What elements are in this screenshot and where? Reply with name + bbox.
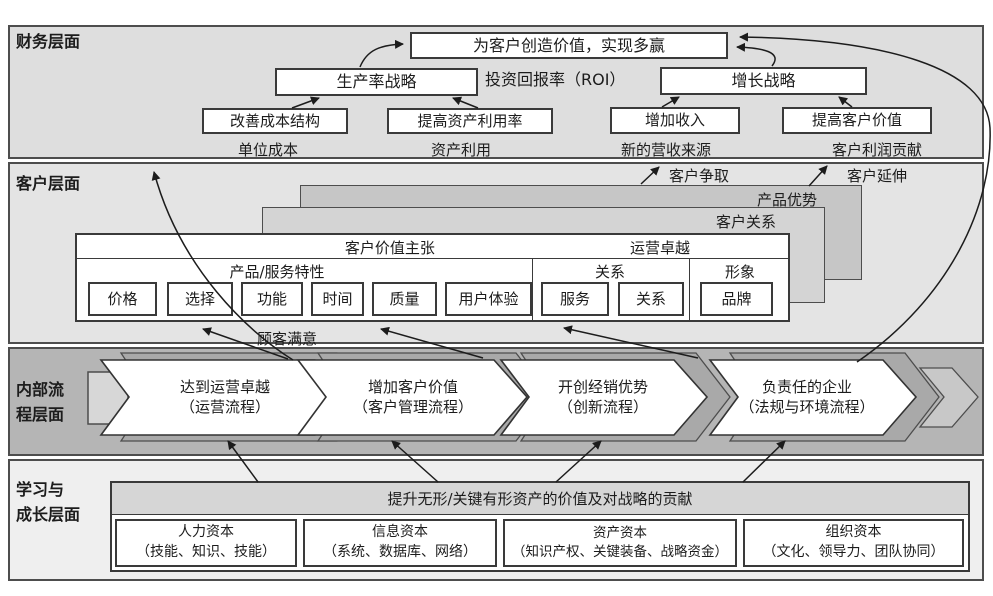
chevron-regulatory-text: 负责任的企业 （法规与环境流程） <box>712 377 902 418</box>
roi-label: 投资回报率（ROI） <box>485 70 626 89</box>
capital-title: 资产资本 <box>593 525 647 542</box>
table-header-divider <box>77 258 788 259</box>
learning-header-bar: 提升无形/关键有形资产的价值及对战略的贡献 <box>112 483 968 515</box>
service-box: 服务 <box>541 282 609 316</box>
increase-revenue-box: 增加收入 <box>610 107 740 134</box>
information-capital-box: 信息资本 （系统、数据库、网络） <box>303 519 497 567</box>
product-service-group-label: 产品/服务特性 <box>229 263 325 281</box>
brand-box: 品牌 <box>700 282 773 316</box>
growth-strategy-box: 增长战略 <box>660 67 867 95</box>
human-capital-box: 人力资本 （技能、知识、技能） <box>115 519 297 567</box>
learning-band-label: 学习与 成长层面 <box>16 480 81 524</box>
customer-relation-label: 客户关系 <box>716 213 777 231</box>
chevron-operations-text: 达到运营卓越 （运营流程） <box>130 377 320 418</box>
chevron-subtitle: （法规与环境流程） <box>739 398 875 417</box>
chevron-subtitle: （运营流程） <box>179 398 270 417</box>
learning-header-text: 提升无形/关键有形资产的价值及对战略的贡献 <box>387 490 693 508</box>
price-box: 价格 <box>88 282 157 316</box>
asset-utilization-box: 提高资产利用率 <box>387 108 553 134</box>
customer-profit-label: 客户利润贡献 <box>831 141 923 159</box>
chevron-innovation-text: 开创经销优势 （创新流程） <box>508 377 698 418</box>
capital-title: 信息资本 <box>372 524 428 541</box>
chevron-title: 增加客户价值 <box>367 378 458 396</box>
unit-cost-label: 单位成本 <box>237 141 299 159</box>
financial-band-label: 财务层面 <box>16 32 81 51</box>
capital-title: 人力资本 <box>178 524 234 541</box>
product-advantage-label: 产品优势 <box>757 191 818 209</box>
customer-satisfaction-label: 顾客满意 <box>256 330 318 348</box>
chevron-title: 达到运营卓越 <box>179 378 270 396</box>
chevron-title: 负责任的企业 <box>761 378 852 396</box>
chevron-subtitle: （创新流程） <box>557 398 648 417</box>
table-divider-1 <box>532 258 533 320</box>
improve-cost-box: 改善成本结构 <box>202 108 348 134</box>
chevron-innovation <box>499 359 709 436</box>
value-proposition-header: 客户价值主张 <box>344 239 435 257</box>
time-box: 时间 <box>311 282 364 316</box>
asset-capital-box: 资产资本 （知识产权、关键装备、战略资金） <box>503 519 737 567</box>
chevron-customer-mgmt-text: 增加客户价值 （客户管理流程） <box>318 377 508 418</box>
internal-band-label: 内部流 程层面 <box>16 380 65 424</box>
new-revenue-label: 新的营收来源 <box>620 141 712 159</box>
capital-subtitle: （文化、领导力、团队协同） <box>762 544 945 560</box>
function-box: 功能 <box>241 282 303 316</box>
customer-acquisition-label: 客户争取 <box>669 167 730 185</box>
chevron-customer-mgmt <box>296 359 529 436</box>
chevron-title: 开创经销优势 <box>557 378 648 396</box>
choice-box: 选择 <box>167 282 233 316</box>
capital-title: 组织资本 <box>825 524 882 541</box>
image-group-label: 形象 <box>724 263 756 281</box>
relation-box: 关系 <box>618 282 684 316</box>
operational-excellence-header: 运营卓越 <box>630 239 691 257</box>
quality-box: 质量 <box>372 282 437 316</box>
chevron-subtitle: （客户管理流程） <box>352 398 473 417</box>
customer-value-box: 提高客户价值 <box>782 107 932 134</box>
asset-use-label: 资产利用 <box>430 141 492 159</box>
organization-capital-box: 组织资本 （文化、领导力、团队协同） <box>743 519 964 567</box>
productivity-strategy-box: 生产率战略 <box>275 68 478 96</box>
customer-band-label: 客户层面 <box>16 174 81 193</box>
relation-group-label: 关系 <box>594 263 626 281</box>
create-value-box: 为客户创造价值，实现多赢 <box>410 32 728 59</box>
capital-subtitle: （系统、数据库、网络） <box>323 544 477 560</box>
capital-subtitle: （技能、知识、技能） <box>136 544 276 560</box>
capital-subtitle: （知识产权、关键装备、战略资金） <box>512 544 728 560</box>
trailing-chevron <box>918 367 979 428</box>
table-divider-2 <box>689 258 690 320</box>
user-experience-box: 用户体验 <box>445 282 532 316</box>
customer-extension-label: 客户延伸 <box>847 167 908 185</box>
